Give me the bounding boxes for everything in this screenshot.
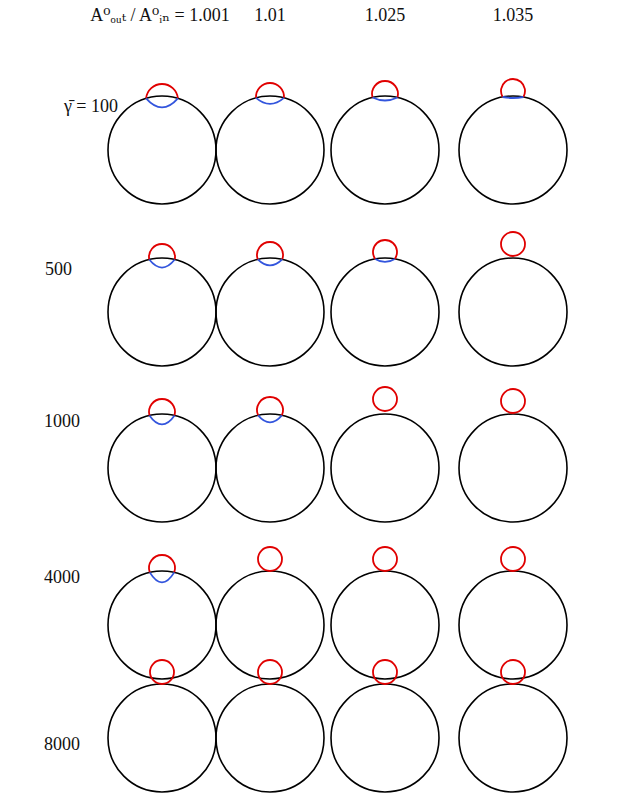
mother-vesicle — [108, 414, 216, 522]
mother-vesicle — [459, 96, 567, 204]
daughter-bud — [501, 232, 525, 256]
mother-vesicle — [216, 258, 324, 366]
bud-outer-membrane — [149, 555, 175, 572]
mother-vesicle — [331, 96, 439, 204]
mother-vesicle — [459, 414, 567, 522]
gamma-label: γ̄ = 100 — [64, 97, 118, 117]
mother-vesicle — [108, 684, 216, 792]
daughter-bud — [501, 547, 525, 571]
bud-outer-membrane — [373, 240, 397, 259]
bud-neck-membrane — [150, 572, 174, 582]
mother-vesicle — [331, 571, 439, 679]
mother-vesicle — [216, 571, 324, 679]
mother-vesicle — [331, 414, 439, 522]
bud-outer-membrane — [501, 79, 525, 97]
daughter-bud — [258, 547, 282, 571]
bud-neck-membrane — [375, 259, 395, 262]
bud-neck-membrane — [256, 98, 284, 104]
daughter-bud — [501, 660, 525, 684]
bud-outer-membrane — [257, 242, 283, 259]
bud-outer-membrane — [149, 244, 175, 260]
daughter-bud — [373, 660, 397, 684]
bud-neck-membrane — [258, 259, 282, 265]
daughter-bud — [258, 660, 282, 684]
bud-outer-membrane — [149, 399, 175, 415]
bud-outer-membrane — [146, 84, 178, 98]
bud-neck-membrane — [503, 97, 524, 98]
bud-neck-membrane — [372, 97, 397, 100]
bud-neck-membrane — [149, 260, 175, 268]
gamma-label: 500 — [45, 260, 72, 280]
mother-vesicle — [459, 684, 567, 792]
mother-vesicle — [331, 258, 439, 366]
gamma-label: 1000 — [44, 412, 80, 432]
mother-vesicle — [108, 258, 216, 366]
mother-vesicle — [108, 96, 216, 204]
mother-vesicle — [216, 96, 324, 204]
bud-neck-membrane — [258, 415, 282, 422]
mother-vesicle — [331, 684, 439, 792]
mother-vesicle — [108, 571, 216, 679]
ratio-label: 1.035 — [493, 6, 534, 26]
mother-vesicle — [459, 571, 567, 679]
bud-neck-membrane — [146, 98, 178, 107]
daughter-bud — [373, 547, 397, 571]
daughter-bud — [373, 387, 397, 411]
gamma-label: 4000 — [44, 568, 80, 588]
daughter-bud — [501, 389, 525, 413]
ratio-label: 1.01 — [254, 6, 286, 26]
mother-vesicle — [216, 414, 324, 522]
gamma-label: 8000 — [44, 735, 80, 755]
mother-vesicle — [459, 258, 567, 366]
ratio-label: 1.025 — [365, 6, 406, 26]
bud-outer-membrane — [257, 397, 283, 415]
bud-neck-membrane — [149, 415, 174, 424]
bud-outer-membrane — [256, 83, 284, 98]
bud-outer-membrane — [372, 81, 398, 97]
mother-vesicle — [216, 684, 324, 792]
ratio-label: A⁰ₒᵤₜ / A⁰ᵢₙ = 1.001 — [90, 6, 229, 26]
daughter-bud — [150, 660, 174, 684]
